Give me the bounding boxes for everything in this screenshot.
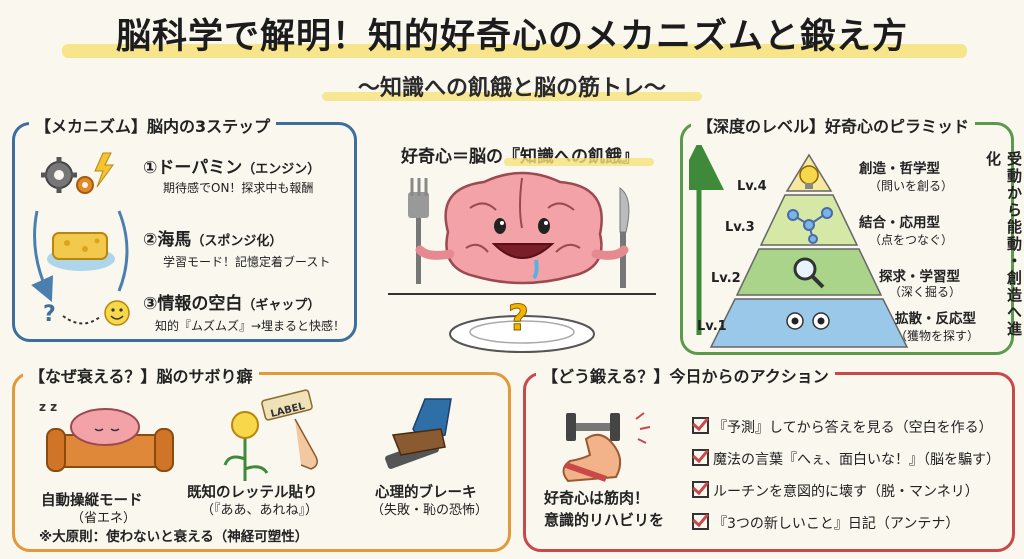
level-2-tag: Lv.2	[711, 271, 741, 286]
pyramid-panel: 【深度のレベル】好奇心のピラミッド Lv.4 Lv.3 Lv.2 Lv.1 創造…	[680, 113, 1023, 355]
checkbox-icon	[692, 513, 709, 530]
checkbox-icon	[692, 417, 709, 434]
mechanism-title: 【メカニズム】脳内の3ステップ	[29, 113, 277, 137]
action-panel: 【どう鍛える？】今日からのアクション 好奇心は筋肉！ 意識的リハビリを 『予測』…	[523, 363, 1015, 552]
decline-title: 【なぜ衰える？】脳のサボり癖	[23, 363, 259, 387]
evolution-label: 受動から能動・創造へ進化	[984, 151, 1023, 338]
level-3-name: 結合・応用型	[859, 215, 940, 231]
checkbox-icon	[692, 449, 709, 466]
question-icon: ?	[43, 302, 56, 327]
step-3: ③情報の空白（ギャップ）	[143, 294, 321, 314]
decline-panel: 【なぜ衰える？】脳のサボり癖 z z LABEL 自動操縦モード （省エネ） 既…	[12, 363, 511, 552]
decline-item-2-name: 既知のレッテル貼り	[187, 485, 318, 501]
step-2: ②海馬（スポンジ化）	[143, 230, 283, 250]
network-icon	[787, 207, 833, 244]
action-item-4: 『3つの新しいこと』日記（アンテナ）	[692, 511, 959, 533]
level-2-desc: （深く掘る）	[889, 285, 962, 299]
level-3-desc: （点をつなぐ）	[869, 233, 954, 247]
lightning-icon	[94, 152, 114, 188]
action-title: 【どう鍛える？】今日からのアクション	[536, 363, 835, 387]
dandelion-icon	[223, 411, 269, 481]
lightbulb-icon	[799, 165, 819, 189]
decline-item-1-name: 自動操縦モード	[41, 493, 143, 509]
eyes-icon	[786, 312, 830, 330]
fork-icon	[408, 178, 429, 284]
level-4-tag: Lv.4	[737, 179, 767, 194]
decline-illustration: z z LABEL	[39, 389, 452, 481]
question-mark-icon: ?	[508, 298, 529, 339]
principle-note: ※大原則：使わないと衰える（神経可塑性）	[39, 529, 309, 545]
step-1: ①ドーパミン（エンジン）	[143, 158, 321, 178]
level-4-desc: （問いを創る）	[869, 179, 954, 193]
dumbbell-icon	[566, 413, 620, 441]
decline-item-1-desc: （省エネ）	[71, 511, 137, 526]
knife-icon	[619, 187, 630, 288]
muscle-caption-2: 意識的リハビリを	[544, 511, 665, 529]
label-sign-icon: LABEL	[261, 389, 318, 470]
decline-item-3-desc: （失敗・恥の恐怖）	[371, 503, 489, 518]
mechanism-illustration: ?	[31, 152, 130, 327]
decline-item-2-desc: （『ああ、あれね』）	[201, 503, 319, 518]
title-highlight	[62, 44, 967, 58]
brake-pedal-icon	[385, 398, 452, 469]
plate-icon	[449, 315, 595, 353]
smile-icon	[104, 300, 130, 326]
level-2-name: 探求・学習型	[879, 269, 960, 285]
decline-item-3-name: 心理的ブレーキ	[375, 485, 477, 501]
level-4-name: 創造・哲学型	[859, 161, 940, 177]
page-subtitle: 〜知識への飢餓と脳の筋トレ〜	[357, 76, 666, 101]
action-item-3: ルーチンを意図的に壊す（脱・マンネリ）	[692, 479, 979, 501]
page-title: 脳科学で解明！知的好奇心のメカニズムと鍛え方	[115, 17, 908, 57]
level-1-name: 拡散・反応型	[895, 311, 976, 327]
level-1-desc: （獲物を探す）	[895, 329, 980, 343]
step-3-desc: 知的『ムズムズ』→埋まると快感！	[155, 319, 346, 333]
subtitle-highlight	[322, 92, 702, 101]
checkbox-icon	[692, 481, 709, 498]
muscle-caption-1: 好奇心は筋肉！	[544, 489, 650, 507]
brain-illustration: ?	[388, 171, 656, 353]
magnifier-icon	[793, 257, 825, 289]
level-3-tag: Lv.3	[725, 220, 755, 235]
mechanism-panel: 【メカニズム】脳内の3ステップ ? ①ドーパミン（エンジン）	[12, 113, 357, 342]
sponge-icon	[47, 232, 115, 271]
pyramid-illustration	[689, 145, 909, 348]
sleeping-brain-icon: z z	[39, 400, 174, 472]
step-2-desc: 学習モード！記憶定着ブースト	[163, 255, 331, 269]
pyramid-title: 【深度のレベル】好奇心のピラミッド	[691, 113, 976, 137]
gear-icon	[41, 157, 94, 194]
muscle-illustration	[562, 412, 651, 483]
level-1-tag: Lv.1	[697, 319, 727, 334]
brain-icon	[415, 171, 629, 285]
flexed-arm-icon	[562, 433, 622, 483]
action-item-2: 魔法の言葉『へぇ、面白いな！』（脳を騙す）	[692, 447, 1000, 469]
step-1-desc: 期待感でON！探求中も報酬	[163, 181, 314, 195]
svg-text:z z: z z	[39, 400, 57, 414]
action-item-1: 『予測』してから答えを見る（空白を作る）	[692, 415, 993, 437]
caption-highlight	[504, 158, 654, 166]
